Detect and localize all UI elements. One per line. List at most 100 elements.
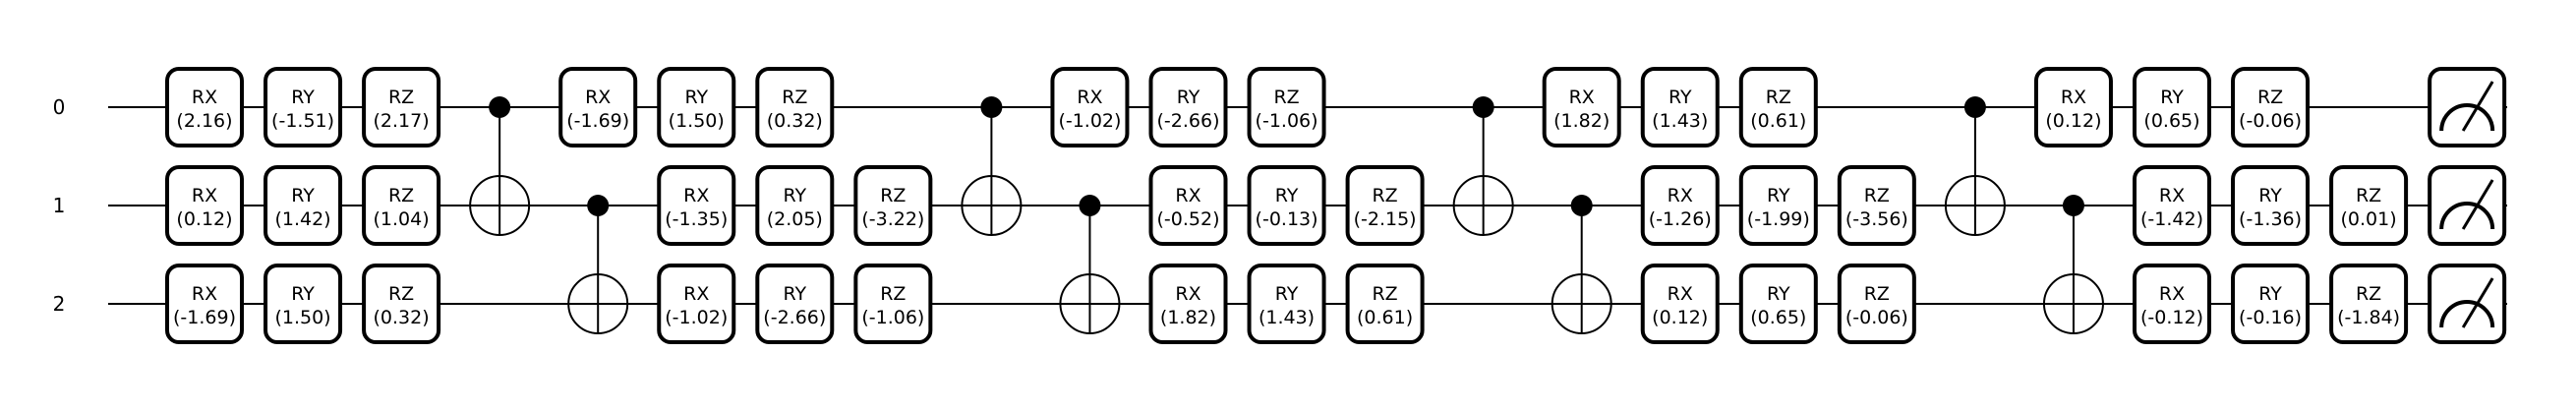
gate-param: (-1.35) xyxy=(665,208,728,230)
gate-box xyxy=(558,67,638,147)
gate-rz: RZ(0.32) xyxy=(755,67,835,147)
gate-param: (0.61) xyxy=(1750,110,1806,132)
gate-param: (0.65) xyxy=(1750,307,1806,328)
gate-name: RX xyxy=(1077,87,1102,108)
gate-ry: RY(-2.66) xyxy=(1148,67,1228,147)
gate-ry: RY(0.65) xyxy=(1738,264,1818,344)
gate-rx: RX(-1.02) xyxy=(657,264,736,344)
gate-param: (-1.99) xyxy=(1747,208,1810,230)
meter-arc-icon xyxy=(2439,202,2495,230)
gate-box xyxy=(1148,165,1228,246)
gate-param: (-0.13) xyxy=(1256,208,1318,230)
gate-name: RY xyxy=(291,87,315,108)
gate-box xyxy=(1640,264,1720,344)
gate-box xyxy=(1050,67,1130,147)
gate-rz: RZ(0.61) xyxy=(1345,264,1425,344)
gate-name: RY xyxy=(784,283,807,305)
gate-param: (-1.84) xyxy=(2337,307,2400,328)
gate-param: (-1.02) xyxy=(1058,110,1121,132)
gate-rz: RZ(-3.56) xyxy=(1837,165,1916,246)
gate-param: (-2.66) xyxy=(1157,110,1220,132)
gate-rx: RX(-1.42) xyxy=(2133,165,2211,246)
gate-name: RZ xyxy=(782,87,807,108)
gate-param: (1.50) xyxy=(274,307,330,328)
gate-param: (2.05) xyxy=(767,208,823,230)
gate-param: (2.16) xyxy=(176,110,232,132)
gate-box xyxy=(165,165,244,246)
gate-box xyxy=(1738,264,1818,344)
gate-rx: RX(1.82) xyxy=(1148,264,1228,344)
gate-box xyxy=(1738,67,1818,147)
gate-box xyxy=(1345,165,1425,246)
cnot-target xyxy=(2042,273,2104,334)
gate-box xyxy=(2231,67,2311,147)
gate-box xyxy=(1148,67,1228,147)
gate-box xyxy=(263,165,343,246)
gate-box xyxy=(657,264,736,344)
measure-gate xyxy=(2428,67,2507,147)
gate-param: (-3.22) xyxy=(861,208,924,230)
gate-box xyxy=(1640,165,1720,246)
gate-param: (-1.69) xyxy=(566,110,629,132)
meter-needle-icon xyxy=(2461,81,2494,132)
gate-name: RY xyxy=(291,283,315,305)
gate-param: (-0.16) xyxy=(2239,307,2302,328)
gate-box xyxy=(755,67,835,147)
gate-box xyxy=(362,264,441,344)
gate-box xyxy=(2231,264,2311,344)
gate-box xyxy=(657,165,736,246)
gate-ry: RY(-2.66) xyxy=(755,264,835,344)
cnot-control-dot xyxy=(2062,195,2084,216)
gate-box xyxy=(853,165,933,246)
gate-box xyxy=(263,67,343,147)
gate-box xyxy=(853,264,933,344)
gate-name: RY xyxy=(1275,185,1299,206)
gate-ry: RY(-1.36) xyxy=(2231,165,2311,246)
gate-name: RZ xyxy=(2257,87,2283,108)
gate-param: (1.82) xyxy=(1553,110,1610,132)
gate-ry: RY(0.65) xyxy=(2133,67,2211,147)
gate-name: RX xyxy=(1175,185,1200,206)
gate-box xyxy=(1837,165,1916,246)
gate-rz: RZ(-1.06) xyxy=(1247,67,1326,147)
gate-name: RX xyxy=(2061,87,2086,108)
gate-box xyxy=(165,264,244,344)
gate-box xyxy=(362,165,441,246)
meter-arc-icon xyxy=(2439,103,2495,132)
cnot-control-dot xyxy=(1963,96,1986,118)
gate-box xyxy=(755,264,835,344)
gate-rz: RZ(0.32) xyxy=(362,264,441,344)
gate-box xyxy=(2033,67,2113,147)
gate-name: RX xyxy=(2159,283,2185,305)
measure-gate xyxy=(2428,165,2507,246)
cnot-control-dot xyxy=(489,96,511,118)
gate-ry: RY(-0.13) xyxy=(1247,165,1326,246)
gate-param: (0.01) xyxy=(2341,208,2397,230)
gate-name: RZ xyxy=(2356,185,2381,206)
cnot-control-dot xyxy=(1570,195,1593,216)
gate-name: RZ xyxy=(1864,283,1890,305)
gate-ry: RY(1.42) xyxy=(263,165,343,246)
gate-name: RY xyxy=(2160,87,2184,108)
gate-name: RZ xyxy=(1864,185,1890,206)
gate-name: RZ xyxy=(880,283,906,305)
gate-name: RY xyxy=(1767,185,1790,206)
gate-param: (0.32) xyxy=(767,110,823,132)
cnot-target xyxy=(469,175,531,236)
gate-box xyxy=(2133,165,2211,246)
gate-name: RY xyxy=(2258,185,2282,206)
gate-rx: RX(0.12) xyxy=(1640,264,1720,344)
gate-name: RX xyxy=(683,185,709,206)
gate-param: (1.43) xyxy=(1652,110,1708,132)
gate-name: RY xyxy=(1767,283,1790,305)
gate-name: RZ xyxy=(1372,283,1397,305)
cnot-target xyxy=(1452,175,1514,236)
gate-ry: RY(1.43) xyxy=(1247,264,1326,344)
gate-rz: RZ(-1.84) xyxy=(2329,264,2409,344)
gate-param: (0.61) xyxy=(1357,307,1413,328)
gate-box xyxy=(165,67,244,147)
gate-param: (-1.42) xyxy=(2140,208,2203,230)
meter-needle-icon xyxy=(2461,179,2494,230)
wire-label-2: 2 xyxy=(53,292,66,316)
gate-name: RY xyxy=(2258,283,2282,305)
